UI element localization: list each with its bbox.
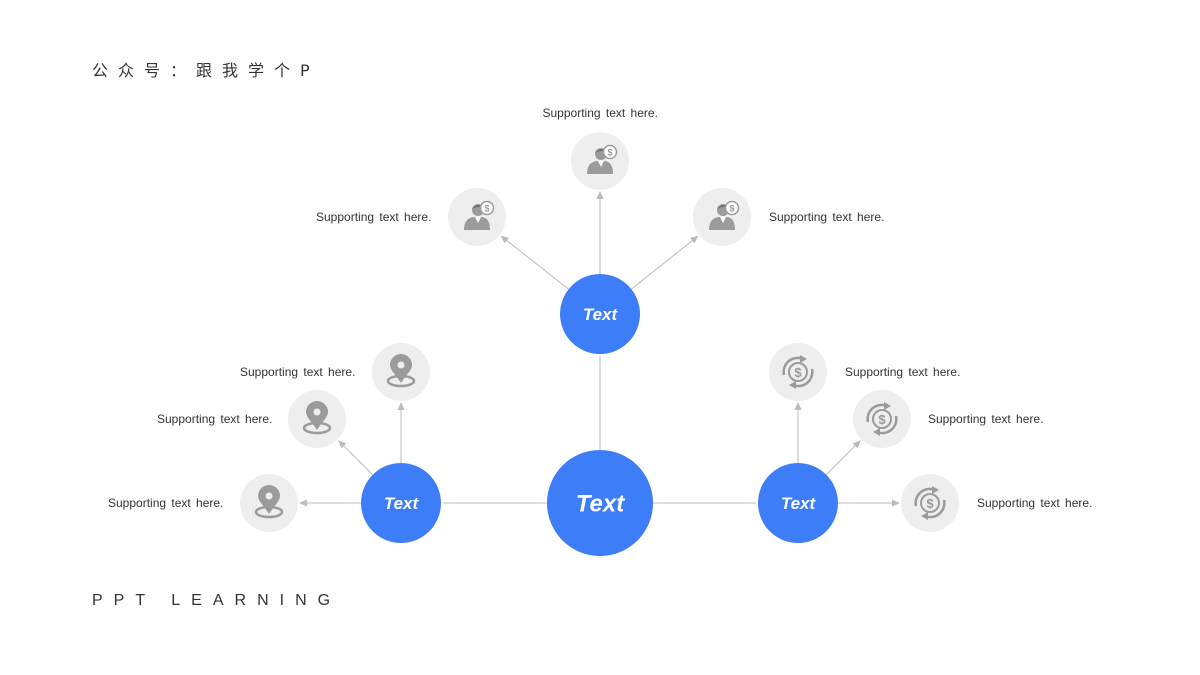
page-footer: PPT LEARNING (92, 592, 342, 609)
connector-line (825, 440, 861, 476)
branch-node-right: Text (758, 463, 838, 543)
branch-node-top-label: Text (583, 305, 619, 324)
svg-text:$: $ (794, 365, 802, 380)
person-dollar-icon: $ (571, 132, 629, 190)
supporting-text-left-2: Supporting text here. (157, 412, 273, 426)
svg-text:$: $ (484, 204, 489, 214)
supporting-text-right-3: Supporting text here. (977, 496, 1093, 510)
svg-text:$: $ (926, 496, 934, 511)
connector-line (338, 440, 374, 476)
center-node: Text (547, 450, 653, 556)
location-pin-icon (240, 474, 298, 532)
supporting-text-right-2: Supporting text here. (928, 412, 1044, 426)
location-pin-icon (288, 390, 346, 448)
supporting-text-right-1: Supporting text here. (845, 365, 961, 379)
branch-node-right-label: Text (781, 494, 817, 513)
center-node-label: Text (576, 490, 625, 517)
dollar-cycle-icon: $ (769, 343, 827, 401)
branch-node-left-label: Text (384, 494, 420, 513)
branch-node-top: Text (560, 274, 640, 354)
location-pin-icon (372, 343, 430, 401)
connector-line (630, 235, 699, 290)
svg-text:$: $ (878, 412, 886, 427)
person-dollar-icon: $ (448, 188, 506, 246)
dollar-cycle-icon: $ (901, 474, 959, 532)
person-dollar-icon: $ (693, 188, 751, 246)
svg-text:$: $ (607, 148, 612, 158)
supporting-text-top-3: Supporting text here. (769, 210, 885, 224)
supporting-text-left-1: Supporting text here. (240, 365, 356, 379)
svg-text:$: $ (729, 204, 734, 214)
supporting-text-top-1: Supporting text here. (316, 210, 432, 224)
supporting-text-top-2: Supporting text here. (542, 106, 658, 120)
supporting-text-left-3: Supporting text here. (108, 496, 224, 510)
page-header: 公众号：跟我学个P (92, 61, 320, 80)
dollar-cycle-icon: $ (853, 390, 911, 448)
connector-line (500, 235, 569, 290)
branch-node-left: Text (361, 463, 441, 543)
